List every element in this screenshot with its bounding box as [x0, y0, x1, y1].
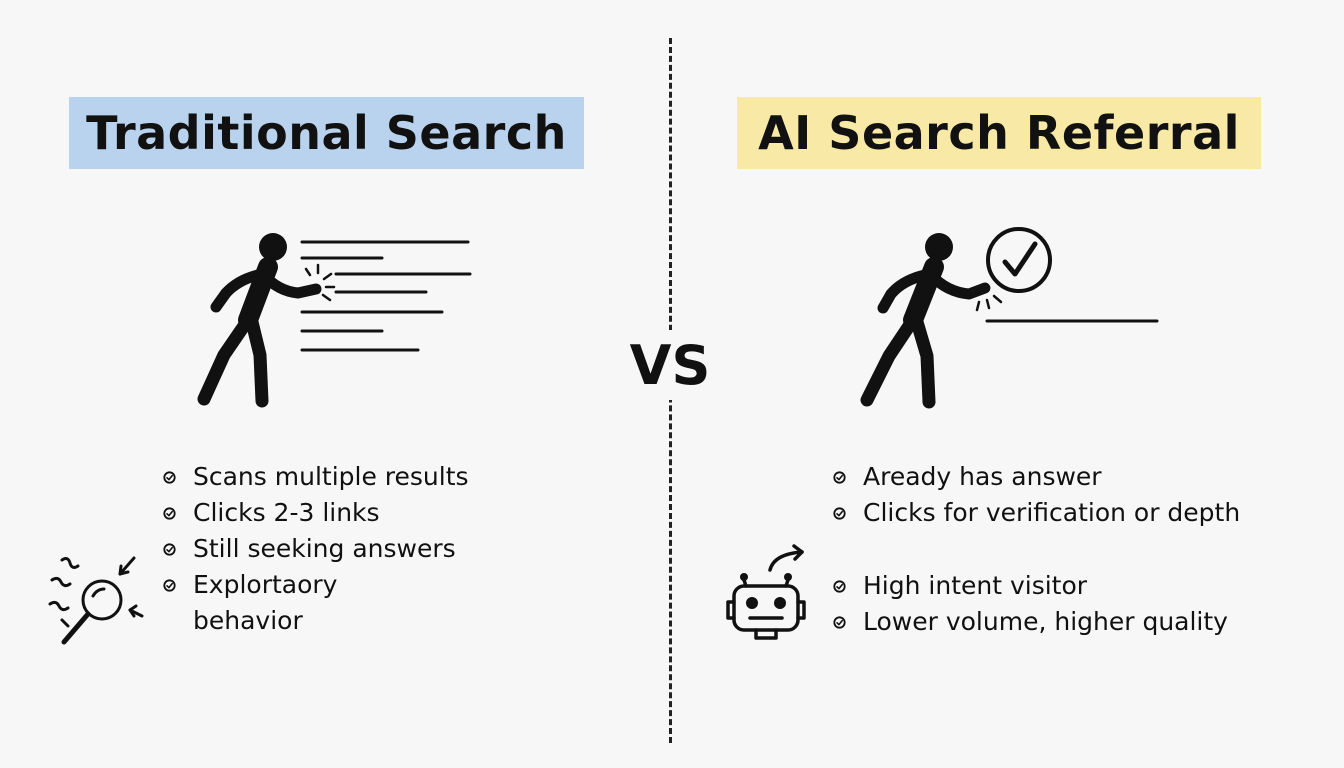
list-item-text: High intent visitor: [863, 571, 1088, 600]
list-item-text: behavior: [193, 606, 303, 635]
check-bullet-icon: [833, 579, 846, 593]
list-item: Clicks 2-3 links: [163, 495, 469, 531]
ai-referral-illustration: [860, 227, 1159, 409]
magnifier-icon: [48, 556, 144, 645]
check-bullet-icon: [833, 470, 846, 484]
traditional-search-illustration: [197, 233, 472, 408]
check-bullet-icon: [163, 542, 176, 556]
check-bullet-icon: [163, 470, 176, 484]
robot-icon: [726, 544, 806, 640]
ai-referral-list-top: Aready has answer Clicks for verificatio…: [833, 459, 1240, 531]
list-item-continuation: behavior: [163, 603, 469, 639]
list-item: Explortaory: [163, 567, 469, 603]
traditional-search-list: Scans multiple results Clicks 2-3 links …: [163, 459, 469, 639]
list-item: Aready has answer: [833, 459, 1240, 495]
list-item: Still seeking answers: [163, 531, 469, 567]
check-bullet-icon: [163, 578, 176, 592]
list-item: Lower volume, higher quality: [833, 604, 1228, 640]
list-item: High intent visitor: [833, 568, 1228, 604]
arrow-icon: [768, 550, 804, 572]
person-pointing-icon: [860, 233, 991, 409]
list-item-text: Lower volume, higher quality: [863, 607, 1228, 636]
search-results-lines: [300, 240, 472, 352]
ai-search-referral-title: AI Search Referral: [737, 97, 1261, 169]
person-pointing-icon: [197, 233, 322, 408]
list-item-text: Clicks for verification or depth: [863, 498, 1241, 527]
traditional-search-title: Traditional Search: [69, 97, 584, 169]
list-item-text: Still seeking answers: [193, 534, 456, 563]
list-item: Scans multiple results: [163, 459, 469, 495]
check-circle-icon: [986, 227, 1052, 293]
list-item: Clicks for verification or depth: [833, 495, 1240, 531]
ai-referral-list-bottom: High intent visitor Lower volume, higher…: [833, 568, 1228, 640]
list-item-text: Explortaory: [193, 570, 338, 599]
check-bullet-icon: [163, 506, 176, 520]
list-item-text: Aready has answer: [863, 462, 1102, 491]
check-bullet-icon: [833, 506, 846, 520]
check-bullet-icon: [833, 615, 846, 629]
tap-spark: [975, 294, 1003, 312]
vs-label: VS: [620, 330, 720, 400]
tap-spark: [304, 263, 336, 302]
list-item-text: Clicks 2-3 links: [193, 498, 380, 527]
list-item-text: Scans multiple results: [193, 462, 469, 491]
